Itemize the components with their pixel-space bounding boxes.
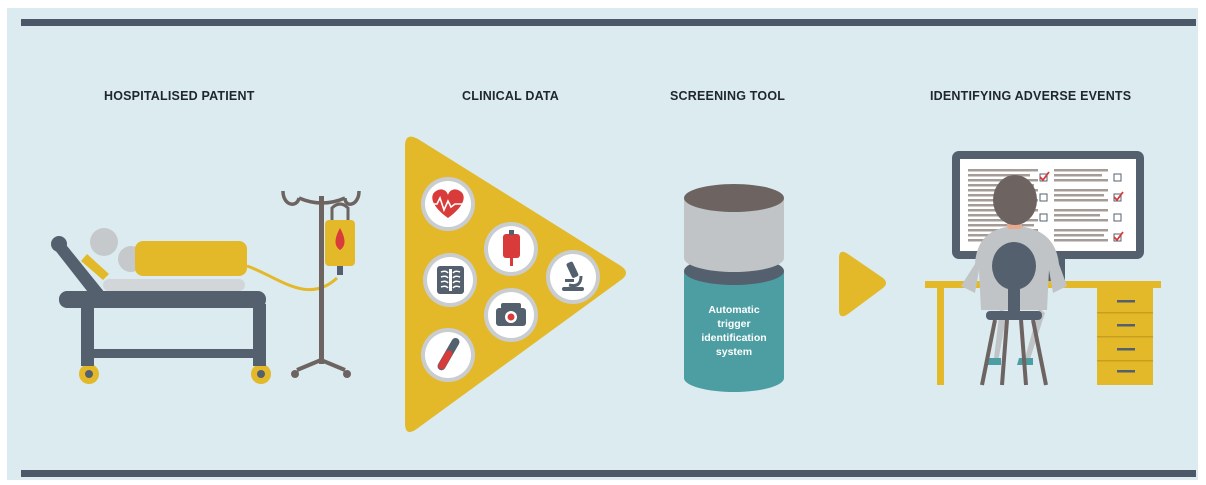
microscope-icon bbox=[546, 250, 600, 304]
iv-tube bbox=[246, 264, 339, 292]
heading-identifying-adverse-events: IDENTIFYING ADVERSE EVENTS bbox=[930, 89, 1132, 103]
heading-screening-tool: SCREENING TOOL bbox=[670, 89, 786, 103]
blood-bag-icon bbox=[484, 222, 538, 276]
heading-clinical-data: CLINICAL DATA bbox=[462, 89, 560, 103]
xray-icon bbox=[423, 253, 477, 307]
diagram-canvas: HOSPITALISED PATIENT CLINICAL DATA SCREE… bbox=[7, 8, 1198, 480]
hospital-bed-icon bbox=[51, 236, 271, 384]
trigger-system-line2: trigger bbox=[717, 318, 750, 330]
heart-monitor-icon bbox=[421, 177, 475, 231]
camera-icon bbox=[484, 288, 538, 342]
arrow-right-icon bbox=[839, 251, 886, 317]
iv-stand-icon bbox=[281, 190, 361, 378]
diagram-illustration: Automatic trigger identification system bbox=[51, 136, 1161, 432]
trigger-system-line3: identification bbox=[701, 332, 766, 344]
reviewer-figure bbox=[961, 175, 1067, 386]
top-rule bbox=[21, 19, 1196, 26]
test-tube-icon bbox=[421, 328, 475, 382]
heading-hospitalised-patient: HOSPITALISED PATIENT bbox=[104, 89, 255, 103]
screening-tool-cylinder bbox=[684, 184, 784, 392]
bottom-rule bbox=[21, 470, 1196, 477]
trigger-system-line4: system bbox=[716, 346, 752, 358]
trigger-system-line1: Automatic bbox=[708, 304, 759, 316]
desk-icon bbox=[925, 281, 1161, 385]
patient-figure bbox=[81, 228, 247, 291]
